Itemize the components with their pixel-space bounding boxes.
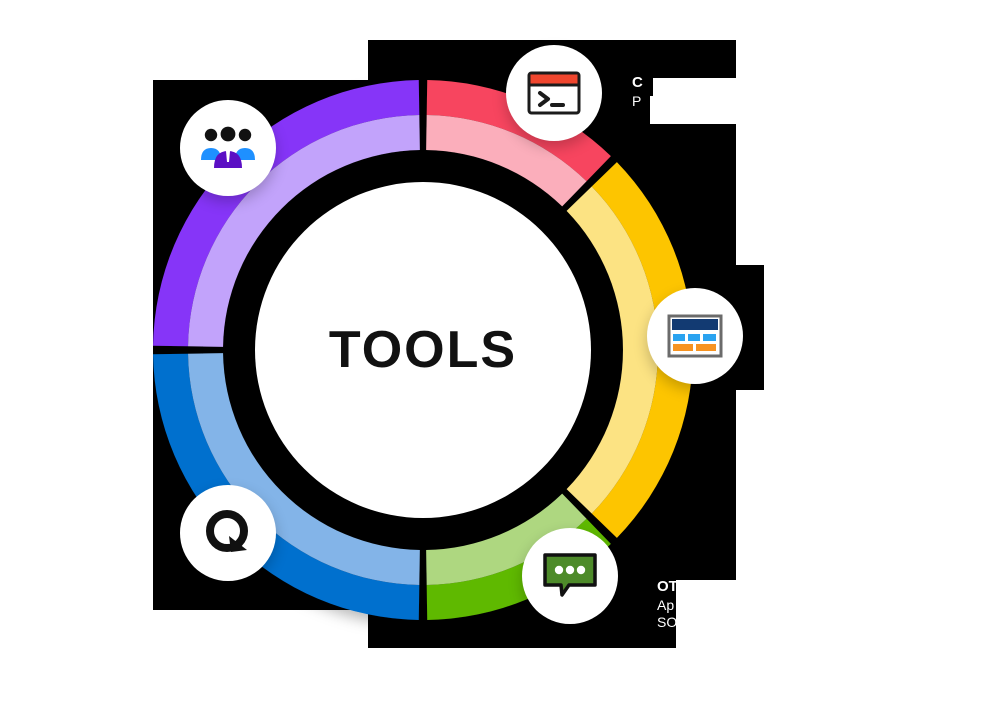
donut-segments (153, 80, 693, 620)
dashboard-icon (667, 314, 723, 358)
donut-segment-outer-red[interactable] (426, 80, 611, 182)
redact-block-right-top (700, 40, 736, 265)
donut-segment-inner-purple[interactable] (188, 115, 420, 347)
q-logo-icon (201, 506, 255, 560)
qlogo-bubble[interactable] (180, 485, 276, 581)
chat-icon (542, 552, 598, 600)
mask-right-edge (764, 0, 1005, 715)
terminal-bubble[interactable] (506, 45, 602, 141)
donut-segment-outer-purple[interactable] (153, 80, 420, 347)
callout-title: C (632, 74, 643, 91)
donut-segment-inner-green[interactable] (426, 493, 587, 585)
chat-bubble[interactable] (522, 528, 618, 624)
donut-segment-inner-yellow[interactable] (566, 186, 658, 514)
donut-chart (153, 80, 693, 620)
donut-segment-inner-blue[interactable] (188, 353, 420, 585)
terminal-icon (527, 71, 581, 115)
donut-segment-inner-red[interactable] (426, 115, 587, 207)
mask-left-strip (0, 0, 153, 715)
mask-bottom-strip (0, 650, 1005, 715)
callout-title: OT (657, 578, 678, 595)
callout-line: Ap (657, 596, 675, 613)
people-icon (200, 126, 256, 170)
donut-segment-outer-blue[interactable] (153, 353, 420, 620)
callout-line: SO (657, 614, 678, 631)
donut-hub (255, 182, 591, 518)
dashboard-bubble[interactable] (647, 288, 743, 384)
donut-segment-outer-yellow[interactable] (591, 162, 693, 538)
people-bubble[interactable] (180, 100, 276, 196)
callout-line: P (632, 92, 642, 109)
